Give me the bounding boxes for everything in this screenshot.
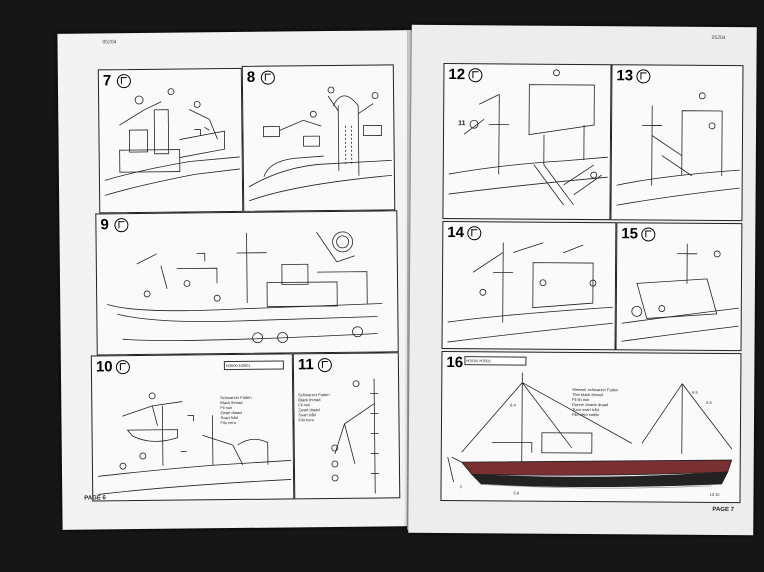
page-code: 05204	[711, 34, 726, 41]
step-9-panel: 9	[95, 210, 399, 356]
callout-6-5: 6.5	[692, 389, 698, 395]
step-12-panel: 12 11	[442, 63, 612, 221]
step-11-panel: 11 Schwarzer Faden Black thread Fil noir…	[292, 352, 401, 500]
step-7-panel: 7	[97, 67, 244, 214]
callout-10-10: 10.10	[709, 491, 720, 497]
step-10-drawing	[98, 392, 292, 495]
step-16-drawing	[447, 372, 733, 489]
step-12-drawing	[448, 69, 608, 206]
step-15-panel: 15	[615, 222, 743, 352]
callout-11: 11	[458, 120, 466, 128]
callout-6-4: 6.4	[510, 402, 516, 408]
step-14-drawing	[447, 242, 613, 343]
step-13-panel: 13	[610, 64, 744, 222]
step-8-panel: 8	[241, 64, 396, 212]
step-14-panel: 14	[441, 221, 617, 351]
callout-5-9: 5.9	[513, 490, 520, 496]
step-13-drawing	[616, 92, 740, 206]
step-7-drawing	[104, 88, 240, 196]
page-number: PAGE 7	[712, 506, 734, 514]
instruction-page-right: 05204 12 11 13	[408, 24, 757, 536]
step-10-panel: 10 H3500 H3501 Schwarzer Faden Black thr…	[90, 353, 295, 502]
instruction-page-left: 05204 7 8	[57, 30, 413, 530]
callout-3: 3	[459, 484, 462, 490]
step-9-drawing	[107, 231, 383, 344]
step-11-drawing	[331, 378, 380, 494]
step-16-panel: 16 H3500 H3501 Weisser schwarzer Faden T…	[440, 351, 742, 504]
page-number: PAGE 6	[84, 495, 106, 502]
step-8-drawing	[248, 86, 392, 202]
callout-6-6: 6.6	[706, 399, 712, 405]
page-code: 05204	[102, 39, 117, 46]
step-15-drawing	[621, 243, 739, 342]
